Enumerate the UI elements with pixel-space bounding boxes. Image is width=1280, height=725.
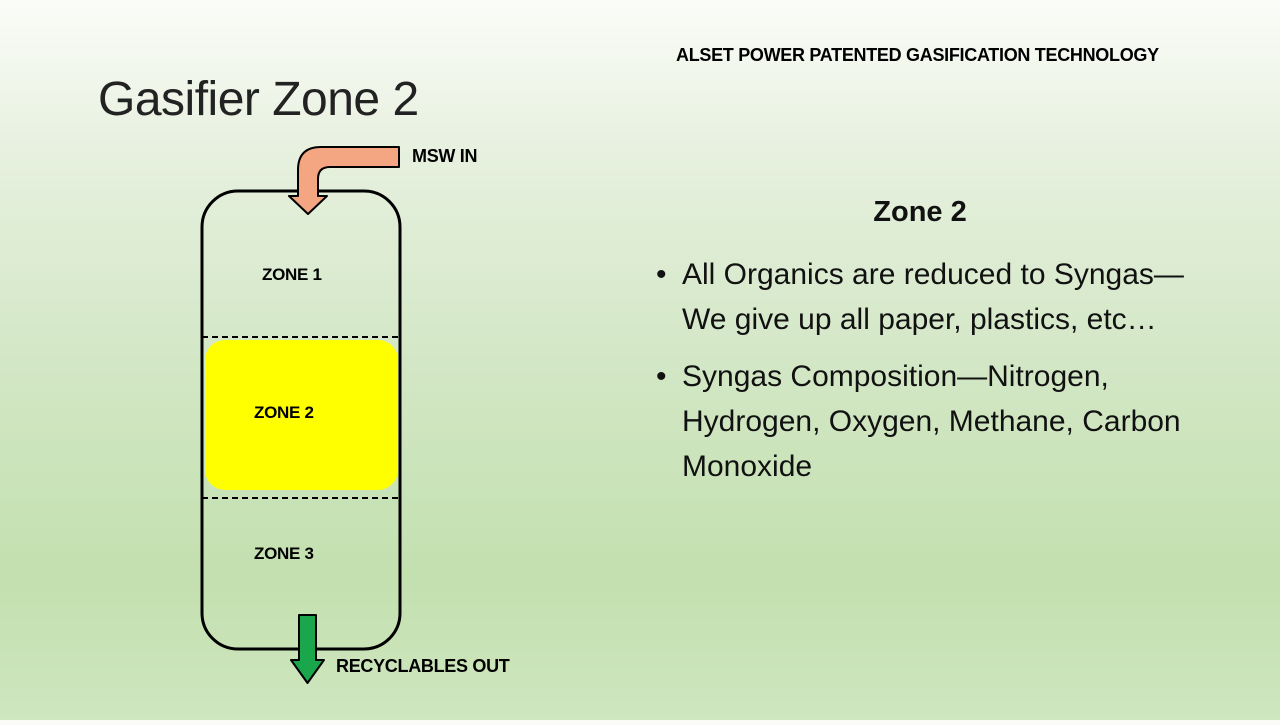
gasifier-diagram: MSW IN RECYCLABLES OUT ZONE 1 ZONE 2 ZON… <box>0 0 640 720</box>
company-header: ALSET POWER PATENTED GASIFICATION TECHNO… <box>676 45 1159 65</box>
bullet-dot-icon: • <box>656 360 667 393</box>
msw-in-label: MSW IN <box>412 146 478 166</box>
recyclables-out-arrow-icon <box>290 614 325 684</box>
zone-1-label: ZONE 1 <box>262 265 322 284</box>
bullet-item: • Syngas Composition—Nitrogen, Hydrogen,… <box>656 354 1196 489</box>
bullet-dot-icon: • <box>656 258 667 291</box>
content-heading: Zone 2 <box>873 196 967 228</box>
bullet-text: All Organics are reduced to Syngas—We gi… <box>682 258 1184 336</box>
recyclables-out-label: RECYCLABLES OUT <box>336 656 510 676</box>
msw-in-arrow-icon <box>288 146 400 215</box>
bullet-item: • All Organics are reduced to Syngas—We … <box>656 252 1196 342</box>
bullet-list: • All Organics are reduced to Syngas—We … <box>656 252 1196 501</box>
zone-2-label: ZONE 2 <box>254 403 314 422</box>
zone-2-highlight <box>205 340 398 490</box>
gasifier-diagram-graphic <box>200 146 402 684</box>
slide-title: Gasifier Zone 2 <box>98 73 419 126</box>
bullet-text: Syngas Composition—Nitrogen, Hydrogen, O… <box>682 360 1181 483</box>
zone-3-label: ZONE 3 <box>254 544 314 563</box>
